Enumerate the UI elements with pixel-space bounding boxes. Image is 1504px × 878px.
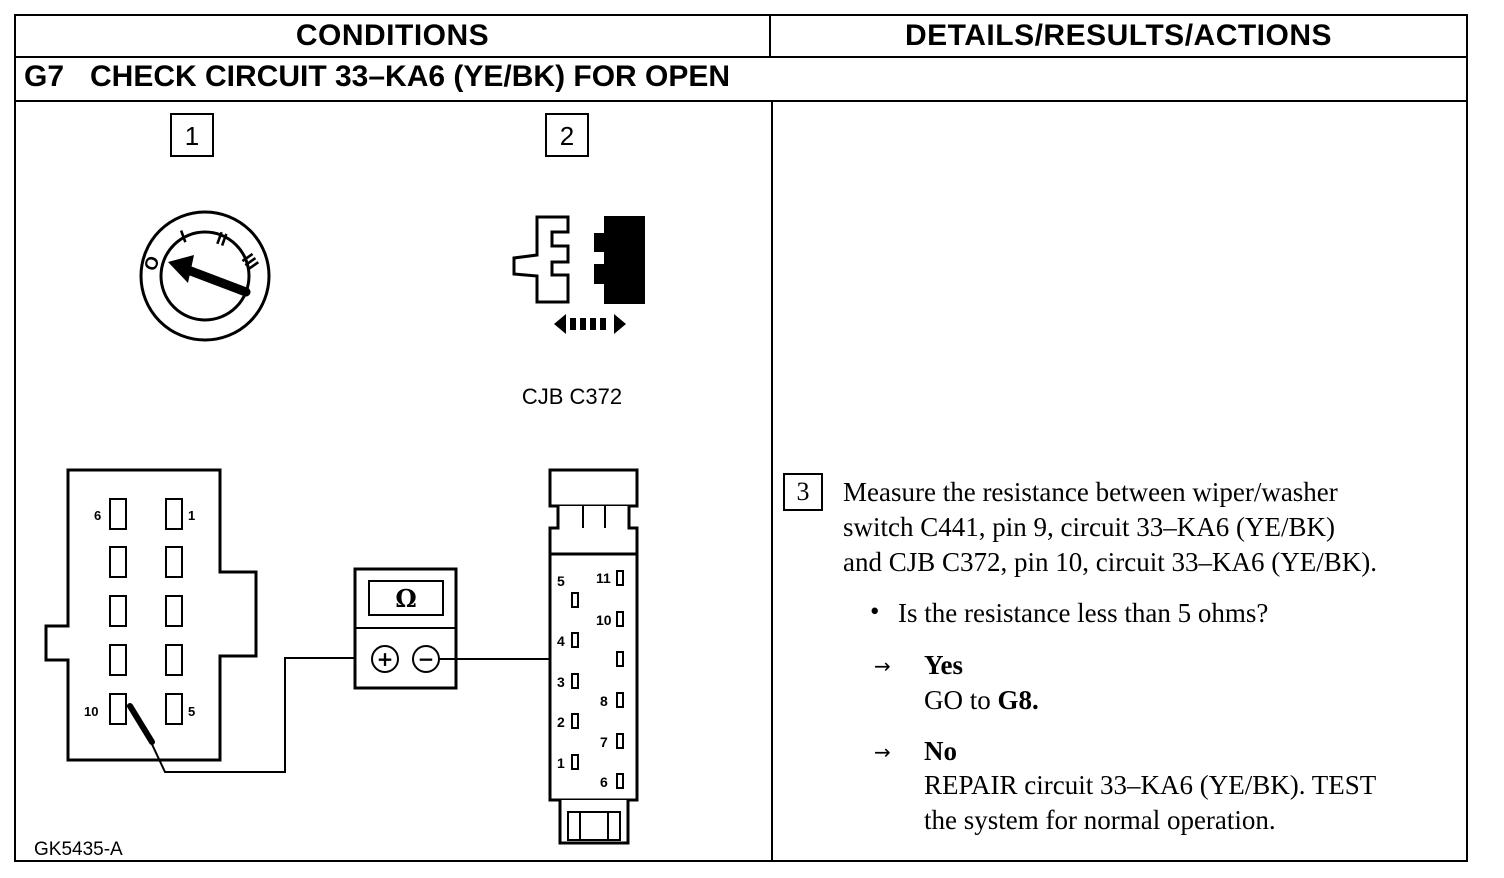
yes-action-prefix: GO to <box>924 685 998 715</box>
right-pin-11: 11 <box>596 570 611 586</box>
measure-instruction-line-3: and CJB C372, pin 10, circuit 33–KA6 (YE… <box>843 547 1377 577</box>
bullet-icon: • <box>870 596 880 626</box>
disconnect-connector-icon <box>512 215 645 334</box>
switch-connector-c441: 6 1 10 5 <box>44 468 258 762</box>
right-pin-1: 1 <box>557 755 565 771</box>
ignition-switch-icon: O I II III <box>139 210 271 342</box>
question-text: Is the resistance less than 5 ohms? <box>898 598 1269 628</box>
step-box-2-label: 2 <box>560 121 574 151</box>
ohm-symbol: Ω <box>395 584 416 613</box>
step-box-2: 2 <box>545 113 589 157</box>
right-pin-4: 4 <box>557 633 565 649</box>
table-header-row: CONDITIONS DETAILS/RESULTS/ACTIONS <box>16 16 1466 58</box>
step-box-1-label: 1 <box>185 121 199 151</box>
ignition-pos-0: O <box>140 253 164 273</box>
arrow-right-icon: → <box>874 740 891 764</box>
no-action-line-1: REPAIR circuit 33–KA6 (YE/BK). TEST <box>924 770 1377 800</box>
right-pin-10: 10 <box>596 612 612 628</box>
measure-instruction-line-2: switch C441, pin 9, circuit 33–KA6 (YE/B… <box>843 512 1335 542</box>
step-box-1: 1 <box>170 113 214 157</box>
no-label: No <box>924 736 957 766</box>
left-pin-10: 10 <box>84 704 98 719</box>
yes-action: GO to G8. <box>924 683 1039 718</box>
step-title-text: CHECK CIRCUIT 33–KA6 (YE/BK) FOR OPEN <box>90 60 731 93</box>
yes-label: Yes <box>924 650 963 680</box>
connector-label: CJB C372 <box>522 384 622 409</box>
step-box-3: 3 <box>783 473 823 511</box>
left-pin-5: 5 <box>188 704 195 719</box>
right-pin-3: 3 <box>557 674 565 690</box>
meter-minus: − <box>418 647 435 671</box>
ignition-pos-1: I <box>178 226 190 247</box>
step-code: G7 <box>24 60 65 93</box>
double-arrow-icon <box>554 314 626 334</box>
yes-action-target: G8. <box>997 685 1039 715</box>
step-title-row: G7 CHECK CIRCUIT 33–KA6 (YE/BK) FOR OPEN <box>16 58 1466 102</box>
left-pin-1: 1 <box>188 508 195 523</box>
right-pin-6: 6 <box>600 774 608 790</box>
diagnostic-table: CONDITIONS DETAILS/RESULTS/ACTIONS G7 CHE… <box>14 14 1468 862</box>
column-divider <box>771 102 773 862</box>
ohmmeter-icon: Ω + − <box>353 567 458 690</box>
no-action-line-2: the system for normal operation. <box>924 805 1276 835</box>
right-pin-8: 8 <box>600 693 608 709</box>
figure-id: GK5435-A <box>34 839 123 860</box>
probe-left <box>127 703 155 745</box>
measure-instruction-line-1: Measure the resistance between wiper/was… <box>843 477 1338 507</box>
test-lead-left <box>149 657 355 773</box>
cjb-connector-c372: 5 11 10 4 3 8 2 7 1 6 <box>548 468 639 845</box>
step-title: G7 CHECK CIRCUIT 33–KA6 (YE/BK) FOR OPEN <box>24 60 730 94</box>
meter-plus: + <box>377 647 394 671</box>
right-pin-7: 7 <box>600 734 608 750</box>
left-pin-6: 6 <box>94 508 101 523</box>
right-pin-5: 5 <box>557 573 565 589</box>
conditions-header: CONDITIONS <box>16 16 771 56</box>
arrow-right-icon: → <box>874 654 891 678</box>
details-header: DETAILS/RESULTS/ACTIONS <box>904 19 1333 52</box>
right-pin-2: 2 <box>557 714 565 730</box>
